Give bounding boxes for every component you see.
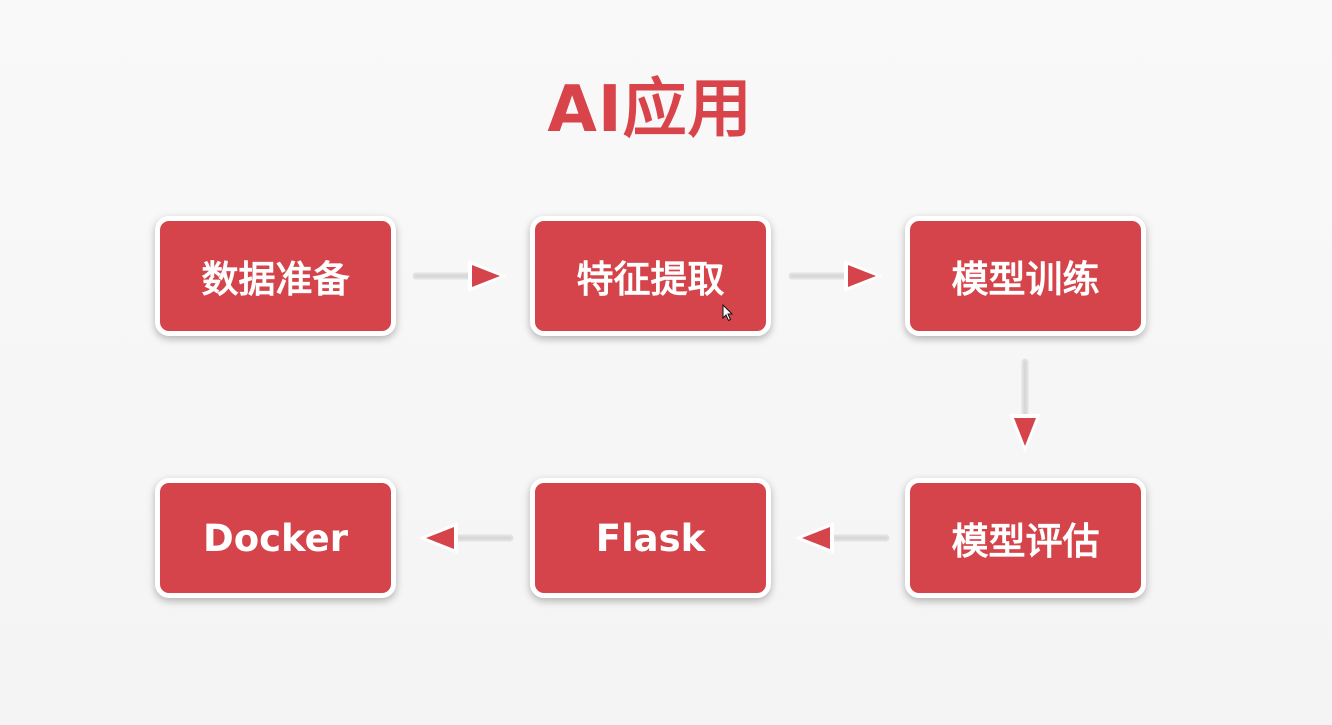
arrow-right-icon <box>788 260 883 292</box>
step-data-preparation: 数据准备 <box>155 216 396 336</box>
step-model-training: 模型训练 <box>905 216 1146 336</box>
step-docker: Docker <box>155 478 396 598</box>
step-model-evaluation: 模型评估 <box>905 478 1146 598</box>
mouse-cursor-icon <box>722 304 734 322</box>
arrow-left-icon <box>795 522 890 554</box>
page-title: AI应用 <box>547 73 753 147</box>
step-flask: Flask <box>530 478 771 598</box>
arrow-left-icon <box>419 522 514 554</box>
step-feature-extraction: 特征提取 <box>530 216 771 336</box>
arrow-right-icon <box>412 260 507 292</box>
arrow-down-icon <box>1009 358 1041 453</box>
